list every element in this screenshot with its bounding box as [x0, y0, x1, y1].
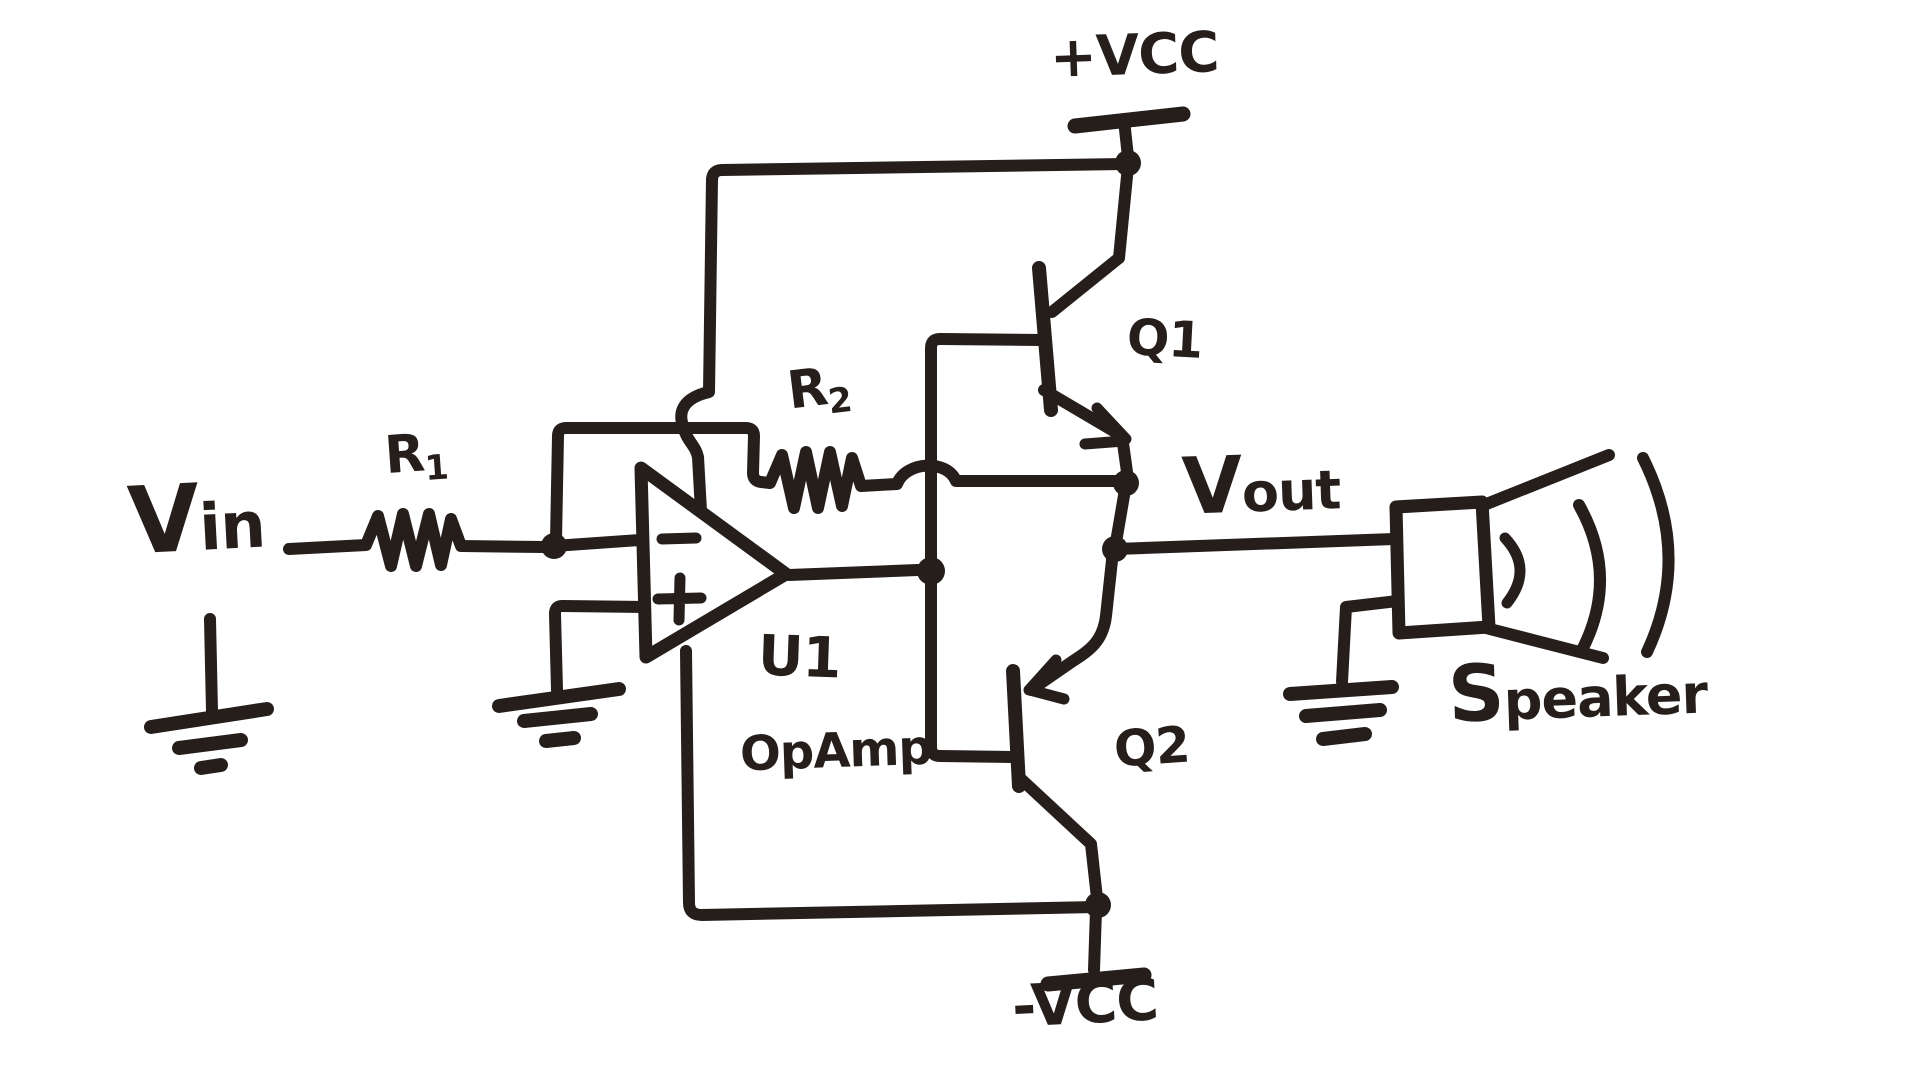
u1-ref-label: U1 [756, 623, 842, 692]
r1-ref: R [382, 423, 426, 487]
speaker-label: Speaker [1446, 647, 1709, 741]
u1-name-label: OpAmp [739, 719, 933, 783]
vin-label: Vin [125, 463, 267, 576]
transistor-q1-symbol [1039, 166, 1128, 472]
speaker-symbol [1290, 455, 1669, 739]
opamp-plus-sign [658, 578, 701, 620]
riser-r2-resistor-symbol-and-wire-to-vout [556, 428, 1120, 540]
speaker-return-wire [1342, 601, 1398, 682]
opamp-symbol [499, 468, 786, 741]
vin-ground-stub [210, 619, 212, 711]
vcc-positive-label: +VCC [1048, 20, 1220, 91]
vcc-neg-loop-to-opamp-bottom [686, 651, 1097, 915]
r2-label: R2 [784, 357, 854, 424]
speaker-sound-arc-large [1643, 458, 1669, 652]
speaker-sound-arc-medium [1579, 505, 1600, 652]
opamp-minus-sign [662, 538, 696, 539]
transistor-q2-symbol [1013, 551, 1113, 898]
q2-collector-lead [1021, 779, 1097, 898]
q2-emitter-arrowhead [1029, 660, 1064, 699]
feedback-net [554, 428, 1120, 546]
vcc-negative-label: -VCC [1010, 965, 1160, 1041]
speaker-ground-symbol [1290, 687, 1392, 739]
q2-base-bar [1013, 671, 1019, 786]
vin-wire-and-r1-resistor-symbol [289, 514, 544, 566]
positive-supply-net [681, 114, 1183, 511]
vin-ground-symbol [151, 709, 267, 768]
base-drive-net [789, 339, 1041, 757]
opamp-output-wire [789, 570, 918, 575]
q2-label: Q2 [1112, 715, 1192, 779]
q1-label: Q1 [1125, 308, 1204, 370]
r2-ref: R [784, 357, 831, 422]
opamp-ground-symbol [499, 689, 619, 741]
r2-subscript: 2 [826, 379, 854, 423]
vcc-pos-loop-to-opamp-top [681, 164, 1124, 511]
q1-emitter-arrowhead [1085, 408, 1126, 444]
opamp-triangle [641, 468, 786, 657]
vcc-neg-rail-bar [1048, 975, 1144, 984]
vout-label: Vout [1180, 439, 1342, 533]
q1-collector-lead [1052, 166, 1128, 312]
speaker-box [1396, 502, 1489, 633]
speaker-horn-top [1484, 455, 1609, 505]
noninverting-input-wire [555, 606, 641, 690]
input-net [151, 514, 567, 768]
speaker-sound-arc-small [1505, 538, 1520, 603]
r1-label: R1 [382, 423, 450, 489]
vcc-neg-stub [1094, 910, 1096, 970]
inverting-input-wire [554, 540, 640, 546]
bases-wire [931, 339, 1041, 757]
q2-emitter-lead [1031, 551, 1113, 690]
vout-wire [1115, 539, 1394, 549]
negative-supply-net [686, 651, 1144, 984]
r1-subscript: 1 [423, 447, 450, 489]
